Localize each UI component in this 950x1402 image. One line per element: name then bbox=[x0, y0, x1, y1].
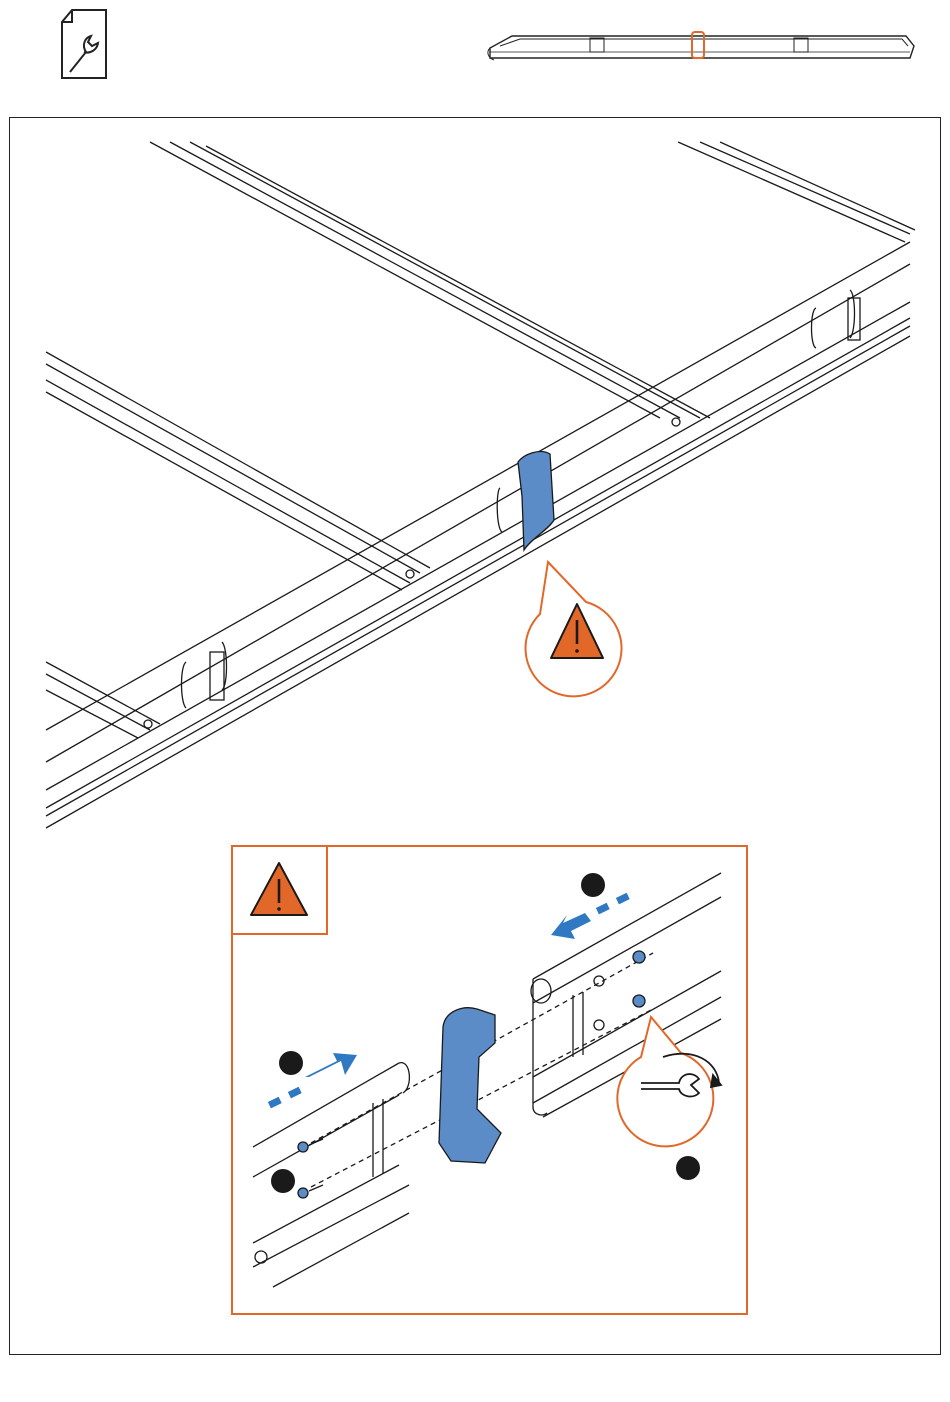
detail-warning-corner bbox=[231, 845, 328, 935]
step-marker-3 bbox=[271, 1169, 295, 1193]
connector-clip-part bbox=[439, 1008, 501, 1163]
roof-rack-side-view-icon bbox=[482, 26, 922, 66]
warning-triangle-icon bbox=[231, 845, 325, 932]
step-marker-2 bbox=[279, 1051, 303, 1075]
step-marker-1 bbox=[581, 873, 605, 897]
tighten-callout bbox=[617, 1017, 721, 1146]
push-arrow-right-part bbox=[551, 893, 630, 939]
step-marker-4 bbox=[676, 1156, 700, 1180]
rail-connector-clip bbox=[518, 452, 554, 550]
wrench-document-icon bbox=[58, 8, 110, 80]
